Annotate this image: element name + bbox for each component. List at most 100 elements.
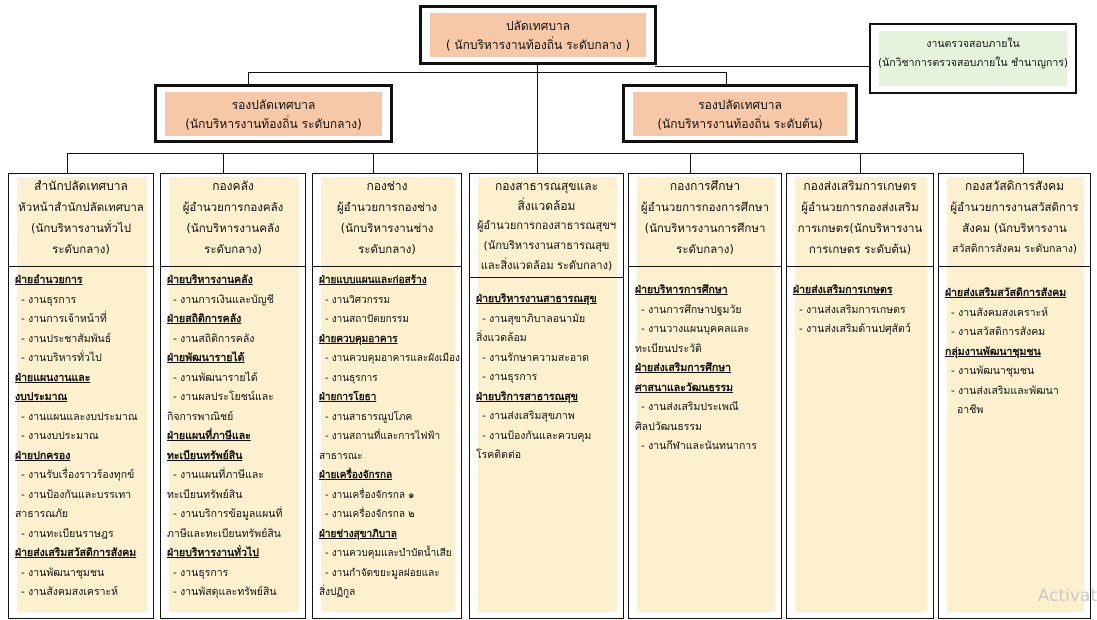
column-1-item: - งานบริหารทั่วไป [21, 352, 102, 364]
column-1-header-line-1: สำนักปลัดเทศบาล [34, 179, 128, 193]
column-5-section: ศาสนาและวัฒนธรรม [635, 381, 734, 394]
column-7-header-line-4: สวัสดิการสังคม ระดับกลาง) [952, 243, 1077, 255]
column-4-item: - งานธุรการ [482, 371, 538, 383]
audit-subtitle: (นักวิชาการตรวจสอบภายใน ชำนาญการ) [878, 57, 1068, 69]
column-6-divider [787, 266, 933, 267]
column-2-item: - งานพัสดุและทรัพย์สิน [173, 586, 277, 598]
column-3-body: ฝ่ายแบบแผนและก่อสร้าง - งานวิศวกรรม - งา… [319, 271, 460, 603]
column-6-header: กองส่งเสริมการเกษตร ผู้อำนวยการกองส่งเสร… [787, 176, 933, 260]
column-5-header-line-2: ผู้อำนวยการกองการศึกษา [640, 200, 770, 214]
column-2-fill [169, 177, 299, 612]
connector-columns-horizontal [67, 153, 1023, 154]
column-2-item: - งานธุรการ [173, 566, 229, 579]
audit-title: งานตรวจสอบภายใน [926, 38, 1020, 50]
column-5-item: - งานการศึกษาปฐมวัย [641, 303, 742, 316]
column-5-item-cont: ทะเบียนประวัติ [635, 342, 702, 355]
audit-text: งานตรวจสอบภายใน (นักวิชาการตรวจสอบภายใน … [871, 35, 1075, 73]
column-3-item: - งานควบคุมและบำบัดน้ำเสีย [325, 548, 452, 559]
column-2-item: - งานบริการข้อมูลแผนที่ [173, 508, 283, 520]
connector-col-5 [690, 153, 691, 173]
column-4-body: ฝ่ายบริหารงานสาธารณสุข - งานสุขาภิบาลอนา… [476, 290, 619, 466]
column-1-item-cont: สาธารณภัย [15, 508, 69, 520]
column-1-section: ฝ่ายส่งเสริมสวัสดิการสังคม [15, 547, 137, 559]
column-1-item: - งานประชาสัมพันธ์ [21, 332, 112, 345]
column-7-divider [939, 266, 1090, 267]
column-3-header-line-1: กองช่าง [366, 179, 408, 193]
column-7-body: ฝ่ายส่งเสริมสวัสดิการสังคม - งานสังคมสงเ… [945, 284, 1086, 421]
deputy-left-text: รองปลัดเทศบาล (นักบริหารงานท้องถิ่น ระดั… [157, 96, 390, 134]
column-5-header-line-3: (นักบริหารงานการศึกษา [644, 221, 766, 235]
column-6-header-line-2: ผู้อำนวยการกองส่งเสริม [801, 200, 919, 214]
column-1-item: - งานการเจ้าหน้าที่ [21, 313, 107, 325]
column-4-header-line-2: สิ่งแวดล้อม [517, 199, 576, 213]
column-1-item: - งานพัฒนาชุมชน [21, 566, 105, 579]
column-5-header-line-4: ระดับกลาง) [676, 242, 734, 256]
column-3-section: ฝ่ายแบบแผนและก่อสร้าง [319, 275, 427, 286]
column-7-fill [947, 177, 1084, 612]
column-2-item: - งานสถิติการคลัง [173, 332, 255, 345]
connector-col-7 [1023, 153, 1024, 173]
connector-audit-horizontal [655, 66, 869, 67]
audit-fill [879, 31, 1067, 86]
column-3-item: - งานสถานที่และการไฟฟ้า [325, 431, 441, 442]
column-6-header-line-1: กองส่งเสริมการเกษตร [803, 179, 917, 193]
column-3-divider [313, 266, 461, 267]
column-1-section: งบประมาณ [15, 391, 68, 403]
column-2-item-cont: กิจการพาณิชย์ [167, 410, 234, 423]
deputy-right-text: รองปลัดเทศบาล (นักบริหารงานท้องถิ่น ระดั… [625, 96, 855, 134]
column-2-header-line-4: ระดับกลาง) [204, 242, 262, 256]
column-2-section: ฝ่ายสถิติการคลัง [167, 313, 242, 325]
column-4-item: - งานป้องกันและควบคุม [482, 429, 592, 442]
top-chief-text: ปลัดเทศบาล ( นักบริหารงานท้องถิ่น ระดับก… [422, 17, 654, 55]
top-chief-box: ปลัดเทศบาล ( นักบริหารงานท้องถิ่น ระดับก… [419, 5, 657, 65]
connector-col-6 [860, 153, 861, 173]
column-6-fill [795, 177, 927, 612]
column-7-section: ฝ่ายส่งเสริมสวัสดิการสังคม [945, 287, 1067, 299]
column-3-item: - งานสถาปัตยกรรม [325, 314, 409, 325]
connector-col-1 [67, 153, 68, 173]
connector-col-3 [373, 153, 374, 173]
column-3-item: - งานวิศวกรรม [325, 294, 391, 306]
top-chief-subtitle: ( นักบริหารงานท้องถิ่น ระดับกลาง ) [445, 38, 631, 52]
column-2-item: - งานการเงินและบัญชี [173, 293, 274, 306]
department-column-5: กองการศึกษา ผู้อำนวยการกองการศึกษา (นักบ… [628, 173, 782, 619]
deputy-left-subtitle: (นักบริหารงานท้องถิ่น ระดับกลาง) [185, 117, 362, 131]
column-4-header: กองสาธารณสุขและ สิ่งแวดล้อม ผู้อำนวยการก… [470, 176, 623, 276]
column-3-section: ฝ่ายการโยธา [319, 392, 377, 403]
column-6-body: ฝ่ายส่งเสริมการเกษตร - งานส่งเสริมการเกษ… [793, 281, 929, 340]
column-7-header-line-3: สังคม (นักบริหารงาน [962, 221, 1067, 235]
column-2-header-line-1: กองคลัง [212, 179, 254, 193]
deputy-left-fill [165, 92, 382, 136]
column-5-header: กองการศึกษา ผู้อำนวยการกองการศึกษา (นักบ… [629, 176, 781, 260]
column-2-body: ฝ่ายบริหารงานคลัง - งานการเงินและบัญชี ฝ… [167, 271, 301, 603]
column-1-section: ฝ่ายแผนงานและ [15, 371, 91, 384]
column-3-header-line-4: ระดับกลาง) [358, 242, 416, 256]
column-5-section: ฝ่ายส่งเสริมการศึกษา [635, 362, 732, 374]
department-column-1: สำนักปลัดเทศบาล หัวหน้าสำนักปลัดเทศบาล (… [8, 173, 154, 619]
column-1-item: - งานทะเบียนราษฎร [21, 527, 114, 540]
column-3-section: ฝ่ายช่างสุขาภิบาล [319, 528, 397, 540]
column-6-item: - งานส่งเสริมด้านปศุสัตว์ [799, 323, 911, 335]
deputy-right-title: รองปลัดเทศบาล [698, 98, 782, 112]
column-3-fill [321, 177, 455, 612]
deputy-right-fill [633, 92, 847, 136]
deputy-right-subtitle: (นักบริหารงานท้องถิ่น ระดับต้น) [657, 117, 823, 131]
column-5-header-line-1: กองการศึกษา [669, 179, 741, 193]
column-4-section: ฝ่ายบริการสาธารณสุข [476, 390, 578, 403]
column-1-item: - งานสังคมสงเคราะห์ [21, 586, 119, 598]
department-column-7: กองสวัสดิการสังคม ผู้อำนวยการงานสวัสดิกา… [938, 173, 1091, 619]
column-5-item-cont: ศิลปวัฒนธรรม [635, 420, 702, 433]
column-3-item: - งานธุรการ [325, 372, 378, 384]
column-4-item-cont: สิ่งแวดล้อม [476, 332, 527, 344]
column-5-fill [637, 177, 775, 612]
department-column-2: กองคลัง ผู้อำนวยการกองคลัง (นักบริหารงาน… [160, 173, 306, 619]
column-1-item: - งานแผนและงบประมาณ [21, 410, 138, 423]
connector-deputy-left-drop [248, 72, 249, 84]
audit-box: งานตรวจสอบภายใน (นักวิชาการตรวจสอบภายใน … [869, 23, 1077, 94]
column-3-header-line-3: (นักบริหารงานช่าง [340, 221, 434, 235]
column-1-section: ฝ่ายปกครอง [15, 449, 71, 462]
column-4-fill [478, 177, 617, 612]
column-2-header-line-2: ผู้อำนวยการกองคลัง [182, 200, 284, 214]
column-7-item-cont: อาชีพ [957, 404, 984, 416]
column-6-header-line-3: การเกษตร(นักบริหารงาน [797, 221, 923, 235]
